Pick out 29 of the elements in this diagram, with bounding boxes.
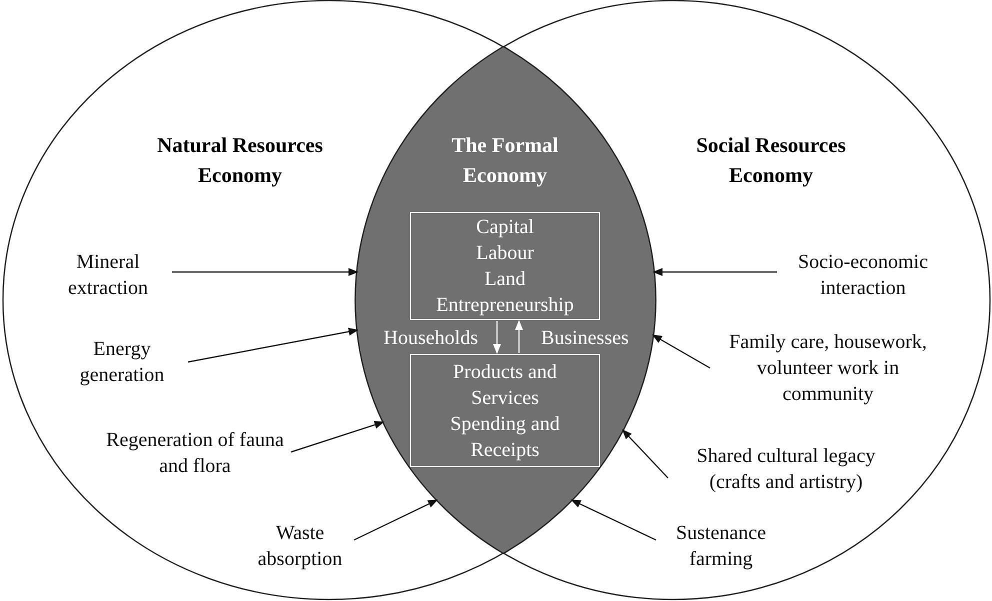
box-text: Capital [475,215,535,240]
factor-box [410,354,600,467]
box-text: Land [483,267,527,292]
resource-label: Shared cultural legacy (crafts and artistry) [674,443,898,495]
resource-label: Energy generation [62,336,182,388]
circle-title: Natural Resources Economy [156,132,324,189]
resource-label: Waste absorption [252,520,348,572]
arrow [493,321,501,354]
arrow [622,429,668,478]
arrow [652,334,710,369]
arrow [290,420,384,453]
arrow [570,499,656,541]
arrow [172,268,358,276]
box-text: Products and Services [452,360,558,410]
factor-box [410,212,600,320]
lens-title: The Formal Economy [450,132,560,189]
arrow [515,320,523,353]
resource-label: Regeneration of fauna and flora [105,427,285,479]
box-text: Spending and Receipts [449,412,561,462]
arrow [354,499,438,541]
resource-label: Socio-economic interaction [783,249,943,301]
circle-title: Social Resources Economy [695,132,847,189]
resource-label: Sustenance farming [662,520,780,572]
box-text: Entrepreneurship [435,293,575,318]
arrow [652,268,777,276]
arrow [188,328,359,363]
box-text: Labour [475,241,535,266]
resource-label: Mineral extraction [50,249,166,301]
resource-label: Family care, housework, volunteer work in community [716,329,940,407]
